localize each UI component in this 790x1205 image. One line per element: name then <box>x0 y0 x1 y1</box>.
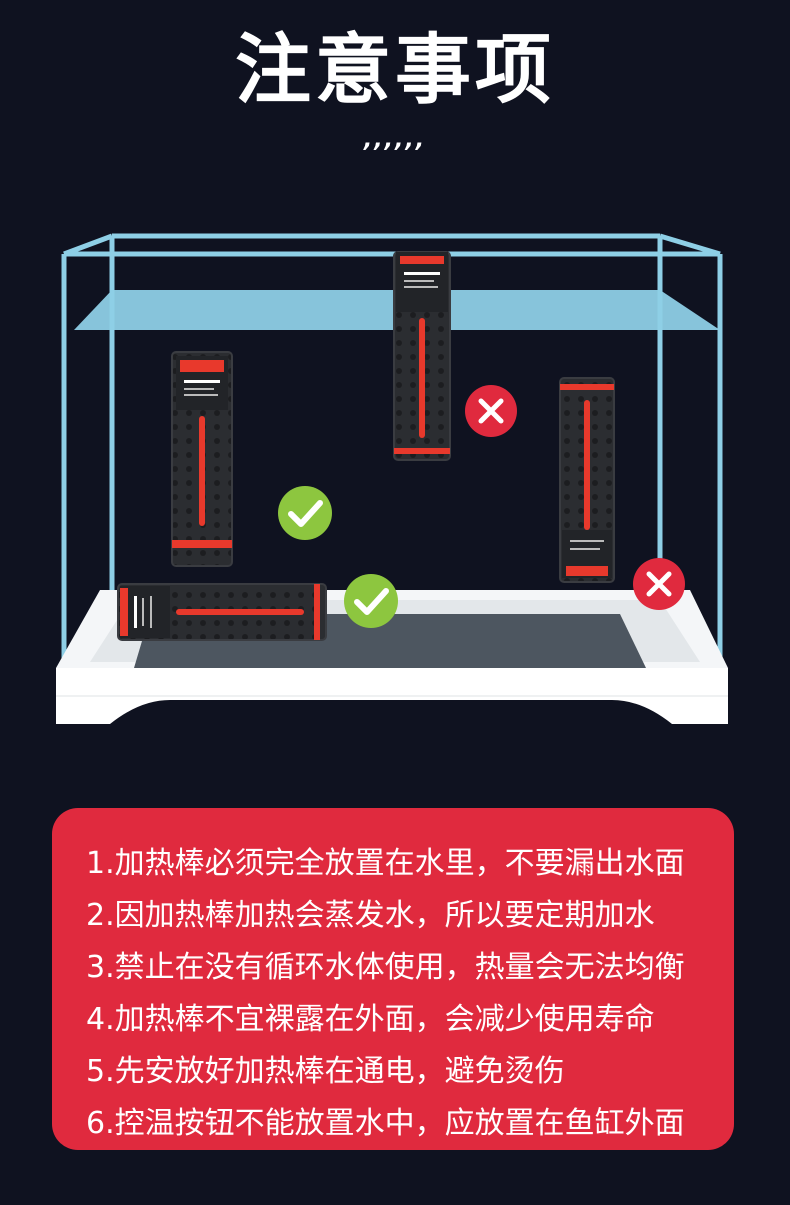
note-item: 2.因加热棒加热会蒸发水，所以要定期加水 <box>86 898 655 933</box>
note-item: 5.先安放好加热棒在通电，避免烫伤 <box>86 1054 565 1089</box>
cross-icon <box>465 385 517 437</box>
cross-icon <box>633 558 685 610</box>
notes-list: 1.加热棒必须完全放置在水里，不要漏出水面 2.因加热棒加热会蒸发水，所以要定期… <box>52 808 734 1150</box>
heater-above-water <box>393 251 451 461</box>
heater-upside-down <box>559 377 615 583</box>
check-icon <box>278 486 332 540</box>
page-title: 注意事项 <box>235 25 555 114</box>
note-item: 3.禁止在没有循环水体使用，热量会无法均衡 <box>86 950 685 985</box>
note-item: 1.加热棒必须完全放置在水里，不要漏出水面 <box>86 846 685 881</box>
heater-vertical <box>171 351 233 567</box>
note-item: 4.加热棒不宜裸露在外面，会减少使用寿命 <box>86 1002 655 1037</box>
tank-illustration <box>56 233 728 724</box>
title-decoration: ,,,,,, <box>363 128 427 153</box>
heater-horizontal <box>117 583 327 641</box>
tank-frame <box>61 233 723 676</box>
note-item: 6.控温按钮不能放置水中，应放置在鱼缸外面 <box>86 1106 685 1141</box>
notes-panel: 1.加热棒必须完全放置在水里，不要漏出水面 2.因加热棒加热会蒸发水，所以要定期… <box>52 808 734 1150</box>
check-icon <box>344 574 398 628</box>
